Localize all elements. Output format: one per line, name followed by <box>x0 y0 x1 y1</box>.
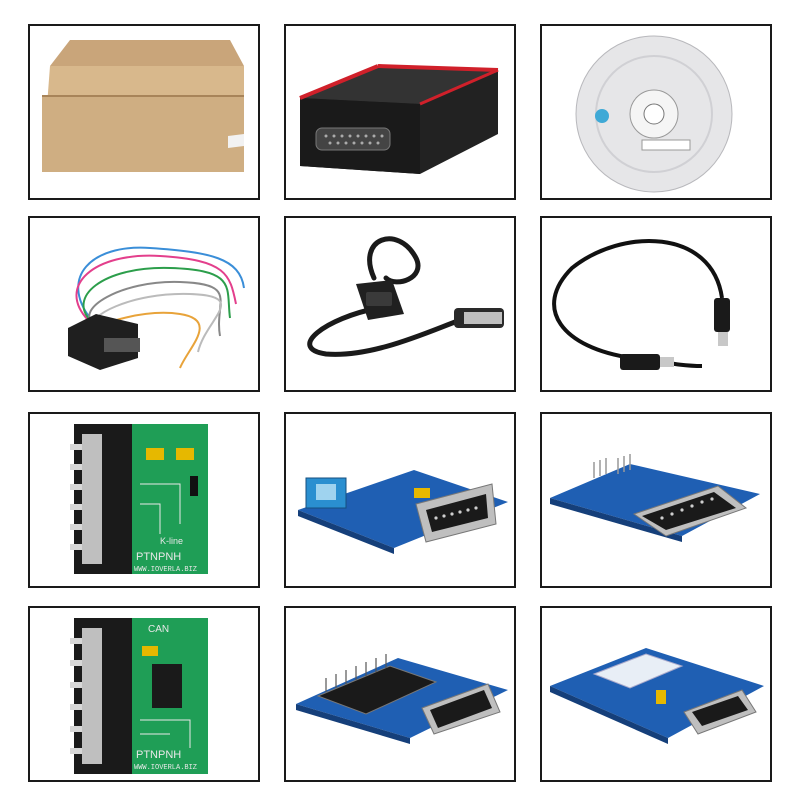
kline-label: K-line <box>160 536 183 546</box>
cell-wire-harness <box>28 216 260 392</box>
pin-header-adapter-image <box>550 454 760 542</box>
software-cd-image <box>575 35 733 193</box>
kline-brand: PTNPNH <box>136 551 181 563</box>
cell-mcu-socket-adapter <box>284 606 516 782</box>
obd2-cable-image <box>307 236 504 357</box>
cell-eeprom-adapter <box>284 412 516 588</box>
kline-adapter-image: K-line PTNPNH WWW.IOVERLA.BIZ <box>70 424 208 574</box>
can-brand: PTNPNH <box>136 749 181 761</box>
cell-usb-cable <box>540 216 772 392</box>
usb-cable-image <box>552 239 730 370</box>
cell-pin-header-adapter <box>540 412 772 588</box>
cell-obd2-cable <box>284 216 516 392</box>
cardboard-box-image <box>42 40 244 172</box>
cell-rfid-coil-adapter <box>540 606 772 782</box>
eeprom-adapter-image <box>298 470 508 554</box>
programmer-device-image <box>299 64 499 174</box>
rfid-coil-adapter-image <box>550 648 764 744</box>
cell-kline-adapter: K-line PTNPNH WWW.IOVERLA.BIZ <box>28 412 260 588</box>
cell-can-adapter: CAN PTNPNH WWW.IOVERLA.BIZ <box>28 606 260 782</box>
kline-url: WWW.IOVERLA.BIZ <box>134 566 197 574</box>
cell-software-cd <box>540 24 772 200</box>
cell-programmer-device <box>284 24 516 200</box>
can-url: WWW.IOVERLA.BIZ <box>134 764 197 772</box>
can-adapter-image: CAN PTNPNH WWW.IOVERLA.BIZ <box>70 618 208 774</box>
cell-cardboard-box <box>28 24 260 200</box>
mcu-socket-adapter-image <box>296 654 508 744</box>
wire-harness-image <box>68 246 245 370</box>
can-label: CAN <box>148 624 169 635</box>
